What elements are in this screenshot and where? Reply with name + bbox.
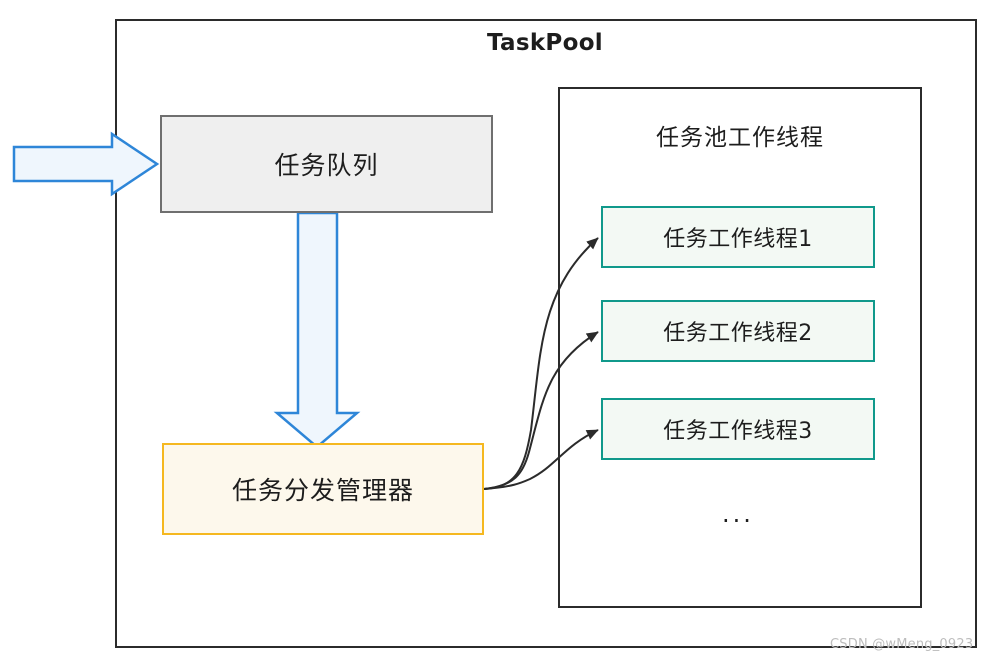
worker-thread-pool-panel [558, 87, 922, 608]
worker-thread-box-1[interactable]: 任务工作线程1 [601, 206, 875, 268]
worker-thread-pool-title: 任务池工作线程 [656, 125, 824, 151]
worker-thread-box-2[interactable]: 任务工作线程2 [601, 300, 875, 362]
taskpool-frame [115, 19, 977, 648]
task-queue-label: 任务队列 [274, 151, 379, 180]
page-title: TaskPool [487, 30, 603, 56]
watermark: CSDN @wMeng_0923 [830, 637, 974, 652]
worker-thread-label-1: 任务工作线程1 [663, 227, 813, 252]
worker-thread-box-3[interactable]: 任务工作线程3 [601, 398, 875, 460]
worker-thread-label-2: 任务工作线程2 [663, 321, 813, 346]
task-dispatch-manager-box[interactable]: 任务分发管理器 [162, 443, 484, 535]
task-dispatch-manager-label: 任务分发管理器 [231, 476, 414, 505]
worker-thread-ellipsis: ... [722, 500, 754, 528]
worker-thread-label-3: 任务工作线程3 [663, 419, 813, 444]
task-queue-box[interactable]: 任务队列 [160, 115, 493, 213]
